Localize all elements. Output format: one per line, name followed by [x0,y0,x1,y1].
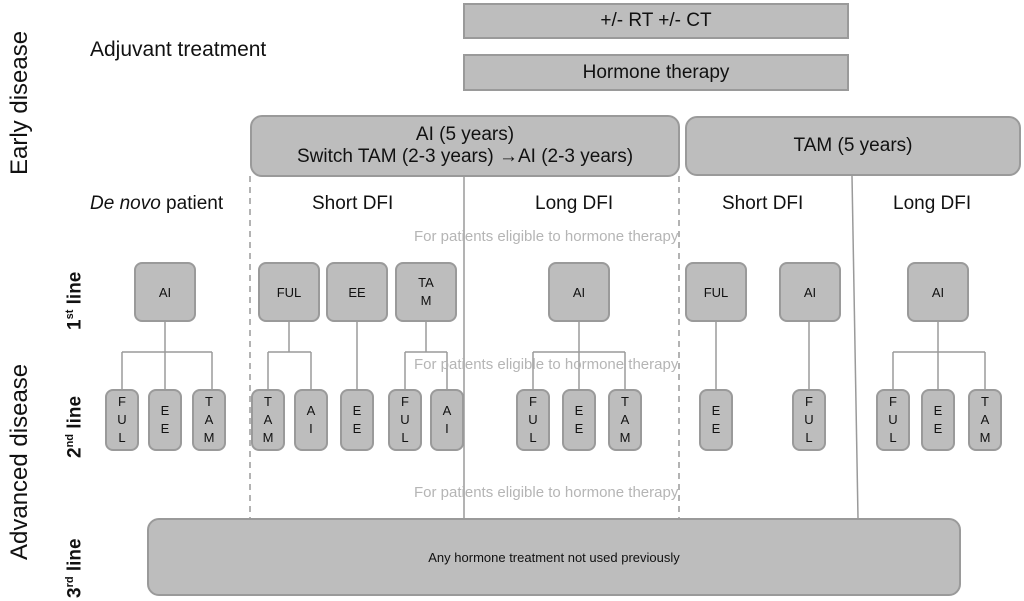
long-dfi-header-tam: Long DFI [893,193,972,214]
second-line-box: E E [562,389,596,451]
second-line-box: F U L [105,389,139,451]
second-line-box: F U L [388,389,422,451]
first-line-box: FUL [685,262,747,322]
third-line-box: Any hormone treatment not used previousl… [147,518,961,596]
second-line-box: E E [148,389,182,451]
first-line-box: AI [134,262,196,322]
second-line-box: F U L [516,389,550,451]
first-line-box: FUL [258,262,320,322]
de-novo-header: De novo patient [90,193,224,214]
rt-ct-box: +/- RT +/- CT [463,3,849,39]
second-line-box: E E [921,389,955,451]
eligibility-note-1: For patients eligible to hormone therapy [414,228,679,245]
second-line-box: T A M [968,389,1002,451]
tam-5-years-box: TAM (5 years) [685,116,1021,176]
first-line-label: 1st line [64,271,86,330]
third-line-label: 3rd line [64,538,86,598]
second-line-box: A I [430,389,464,451]
eligibility-note-2: For patients eligible to hormone therapy [414,356,679,373]
second-line-box: F U L [876,389,910,451]
second-line-box: E E [699,389,733,451]
divider-tam-short-long [851,175,859,519]
short-dfi-header-ai: Short DFI [312,193,394,214]
first-line-box: EE [326,262,388,322]
second-line-box: T A M [251,389,285,451]
first-line-box: AI [548,262,610,322]
first-line-box: TA M [395,262,457,322]
second-line-box: F U L [792,389,826,451]
advanced-disease-label: Advanced disease [6,363,33,560]
second-line-box: T A M [192,389,226,451]
early-disease-label: Early disease [6,30,33,175]
ai-box-line1: AI (5 years) [415,124,515,145]
first-line-box: AI [907,262,969,322]
first-line-box: AI [779,262,841,322]
second-line-label: 2nd line [64,395,86,458]
second-line-box: A I [294,389,328,451]
hormone-therapy-box: Hormone therapy [463,54,849,91]
long-dfi-header-ai: Long DFI [535,193,614,214]
ai-5-years-box: AI (5 years) Switch TAM (2-3 years) →AI … [250,115,680,177]
short-dfi-header-tam: Short DFI [722,193,804,214]
eligibility-note-3: For patients eligible to hormone therapy [414,484,679,501]
second-line-box: T A M [608,389,642,451]
second-line-box: E E [340,389,374,451]
ai-box-line2: Switch TAM (2-3 years) →AI (2-3 years) [296,146,634,167]
adjuvant-treatment-label: Adjuvant treatment [90,38,267,61]
